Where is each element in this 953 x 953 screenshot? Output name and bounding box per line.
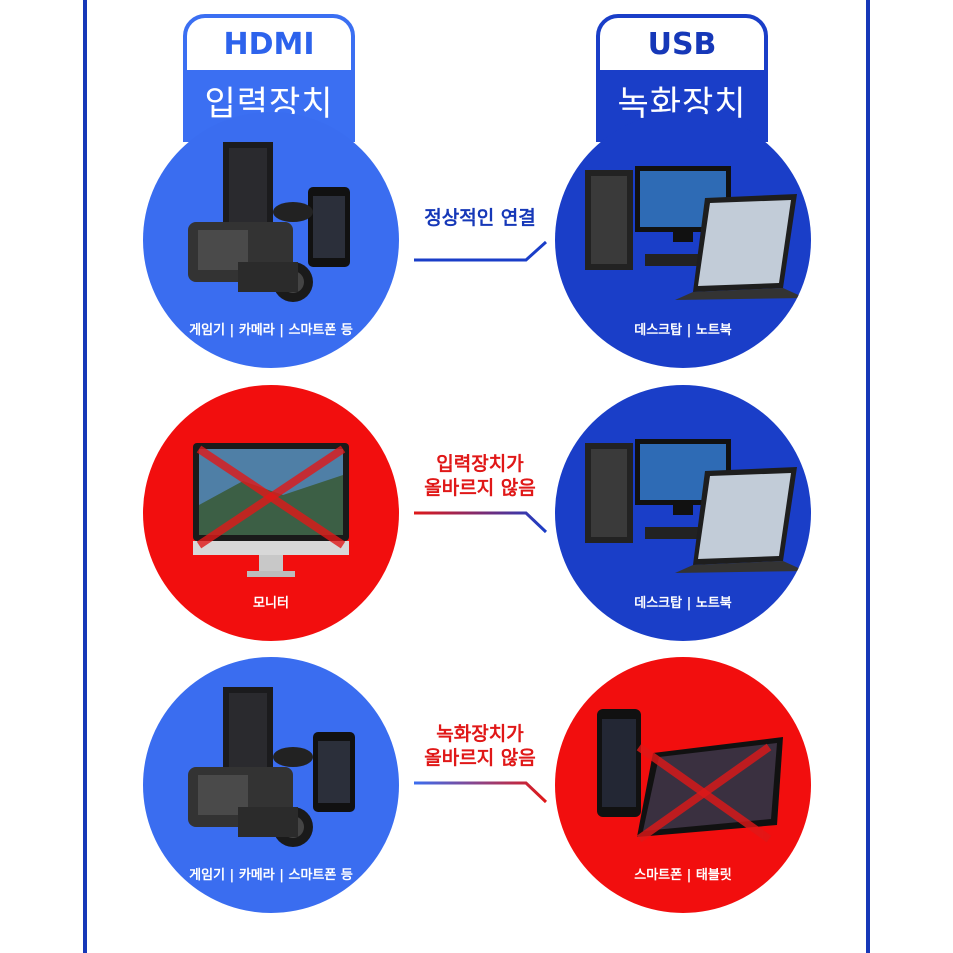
console-camera-phone-icon xyxy=(188,687,355,847)
usb-title: USB xyxy=(600,18,764,70)
input-devices-caption: 게임기 | 카메라 | 스마트폰 등 xyxy=(189,323,353,338)
pc-laptop-circle-2: 데스크탑 | 노트북 xyxy=(555,385,811,641)
monitor-crossed-icon xyxy=(193,443,349,577)
usb-header-tab: USB 녹화장치 xyxy=(596,14,768,142)
input-devices-circle: 게임기 | 카메라 | 스마트폰 등 xyxy=(143,112,399,368)
input-devices-circle-2: 게임기 | 카메라 | 스마트폰 등 xyxy=(143,657,399,913)
left-border-line xyxy=(83,0,87,953)
invalid-input-arrow xyxy=(414,511,548,534)
connection-arrow xyxy=(414,240,548,262)
normal-connection-label: 정상적인 연결 xyxy=(424,207,536,229)
input-devices-caption-2: 게임기 | 카메라 | 스마트폰 등 xyxy=(189,868,353,883)
invalid-recorder-label: 녹화장치가 올바르지 않음 xyxy=(424,723,536,769)
console-camera-phone-icon xyxy=(188,142,350,302)
desktop-laptop-icon xyxy=(585,439,805,573)
phone-tablet-caption: 스마트폰 | 태블릿 xyxy=(634,868,732,883)
monitor-circle: 모니터 xyxy=(143,385,399,641)
phone-tablet-crossed-icon xyxy=(597,709,783,843)
invalid-recorder-arrow xyxy=(414,781,548,804)
desktop-laptop-icon xyxy=(585,166,805,300)
right-border-line xyxy=(866,0,870,953)
hdmi-header-tab: HDMI 입력장치 xyxy=(183,14,355,142)
phone-tablet-circle: 스마트폰 | 태블릿 xyxy=(555,657,811,913)
hdmi-title: HDMI xyxy=(187,18,351,70)
invalid-input-label: 입력장치가 올바르지 않음 xyxy=(424,453,536,499)
pc-laptop-circle: 데스크탑 | 노트북 xyxy=(555,112,811,368)
pc-laptop-caption: 데스크탑 | 노트북 xyxy=(634,323,732,338)
pc-laptop-caption-2: 데스크탑 | 노트북 xyxy=(634,596,732,611)
monitor-caption: 모니터 xyxy=(253,596,289,611)
